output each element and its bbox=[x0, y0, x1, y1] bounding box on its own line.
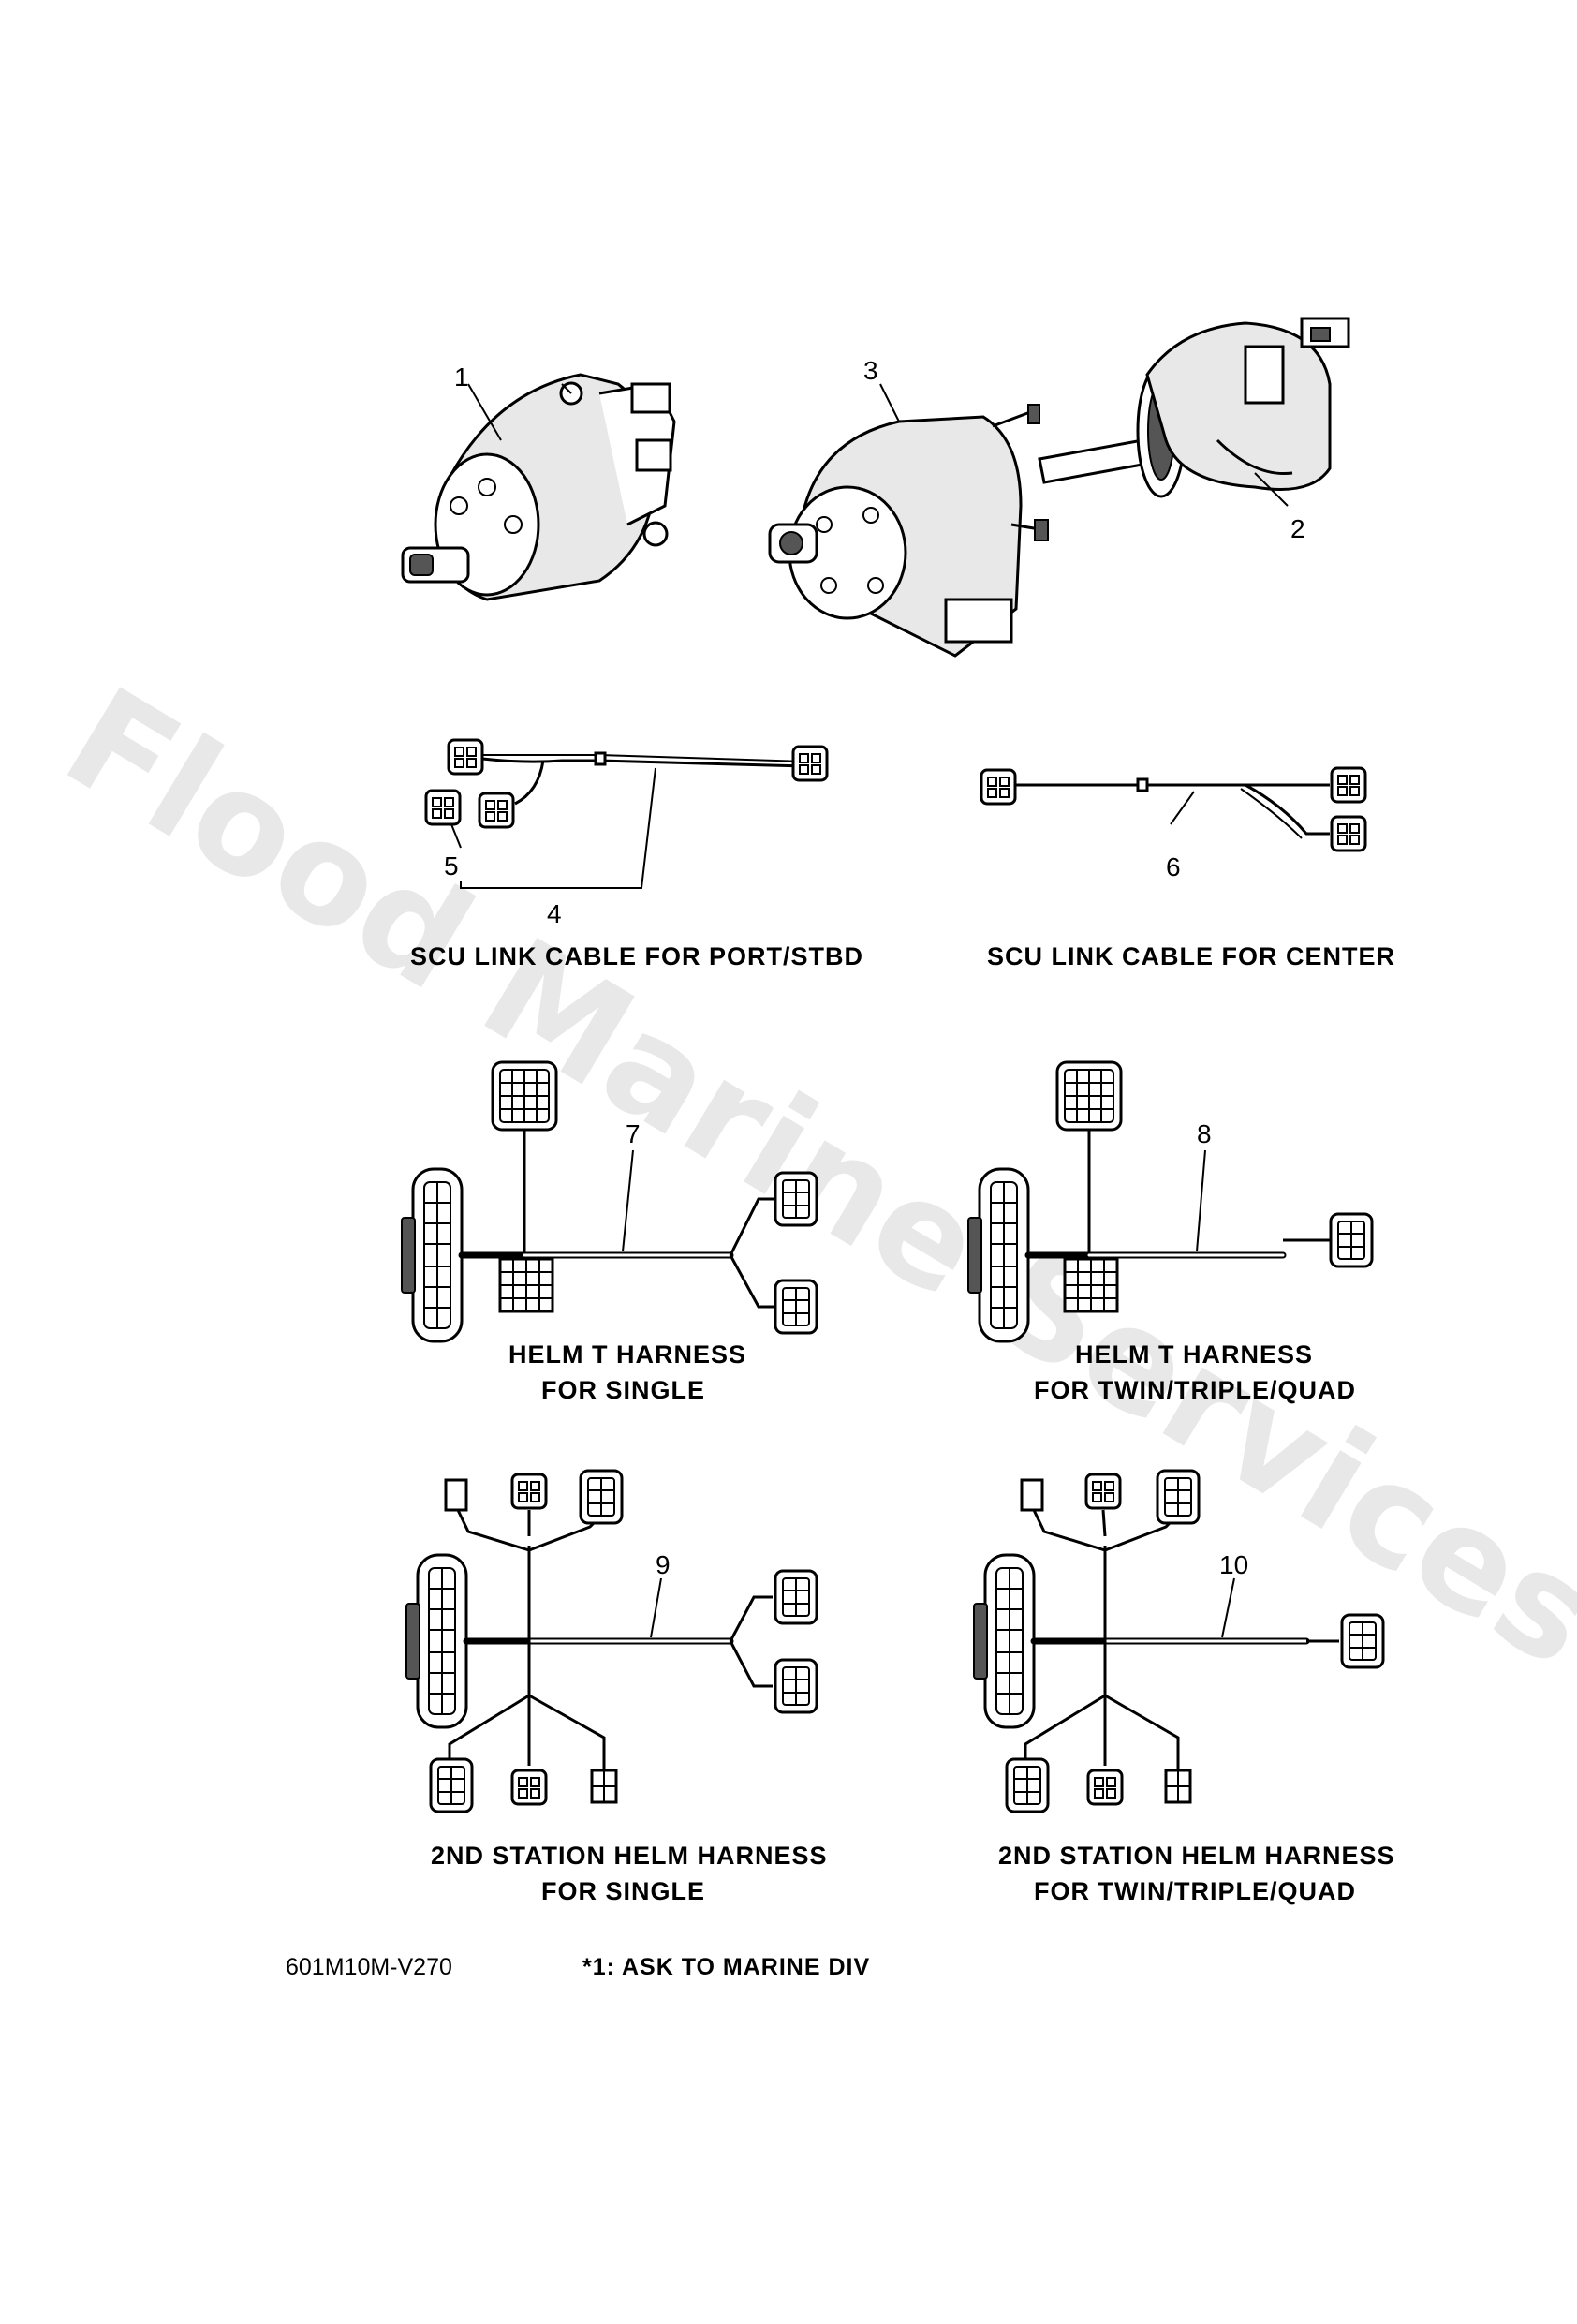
multi-pin-connector-icon bbox=[972, 1553, 1036, 1729]
caption-second-multi-2: FOR TWIN/TRIPLE/QUAD bbox=[1034, 1877, 1356, 1905]
caption-scu-center: SCU LINK CABLE FOR CENTER bbox=[987, 942, 1395, 970]
grid-connector-icon bbox=[491, 1060, 558, 1132]
leader-line-7 bbox=[622, 1149, 634, 1252]
second-station-harness-single bbox=[405, 1469, 818, 1813]
caption-scu-port-stbd: SCU LINK CABLE FOR PORT/STBD bbox=[410, 942, 863, 970]
connector-icon bbox=[774, 1658, 818, 1714]
callout-2: 2 bbox=[1290, 514, 1305, 543]
leader-line-9 bbox=[650, 1577, 662, 1638]
connector-icon bbox=[774, 1569, 818, 1625]
diagram-code: 601M10M-V270 bbox=[286, 1954, 452, 1980]
connector-icon bbox=[424, 789, 462, 826]
connector-icon bbox=[510, 1769, 548, 1806]
connector-icon bbox=[791, 745, 829, 782]
multi-pin-connector-icon bbox=[405, 1553, 468, 1729]
grid-connector-icon bbox=[1055, 1060, 1123, 1132]
leader-line-5 bbox=[450, 823, 462, 849]
connector-icon bbox=[1330, 815, 1367, 852]
leader-line-6 bbox=[1170, 791, 1195, 825]
connector-icon bbox=[1330, 766, 1367, 804]
callout-6: 6 bbox=[1166, 852, 1181, 881]
connector-icon bbox=[429, 1757, 474, 1813]
caption-helm-t-single-2: FOR SINGLE bbox=[541, 1376, 705, 1404]
second-station-harness-multi bbox=[972, 1469, 1385, 1813]
connector-icon bbox=[579, 1469, 624, 1525]
caption-second-single-2: FOR SINGLE bbox=[541, 1877, 705, 1905]
helm-t-harness-single bbox=[400, 1060, 818, 1343]
motor-part-3 bbox=[768, 404, 1049, 658]
caption-second-multi-1: 2ND STATION HELM HARNESS bbox=[998, 1842, 1395, 1870]
connector-icon bbox=[774, 1171, 818, 1227]
connector-icon bbox=[1086, 1769, 1124, 1806]
helm-pump-part-1 bbox=[401, 373, 676, 601]
connector-icon bbox=[1084, 1473, 1122, 1510]
connector-icon bbox=[1156, 1469, 1201, 1525]
leader-line-4 bbox=[460, 767, 656, 889]
leader-line-10 bbox=[1221, 1577, 1235, 1638]
callout-9: 9 bbox=[656, 1550, 671, 1579]
connector-icon bbox=[1340, 1613, 1385, 1669]
motor-part-2 bbox=[1038, 317, 1350, 498]
scu-link-cable-port-stbd bbox=[424, 738, 829, 829]
callout-4: 4 bbox=[547, 899, 562, 928]
callout-10: 10 bbox=[1219, 1550, 1248, 1579]
multi-pin-connector-icon bbox=[400, 1167, 464, 1343]
caption-second-single-1: 2ND STATION HELM HARNESS bbox=[431, 1842, 828, 1870]
callout-3: 3 bbox=[863, 356, 878, 385]
callout-8: 8 bbox=[1197, 1119, 1212, 1148]
grid-connector-icon bbox=[498, 1257, 554, 1313]
callout-7: 7 bbox=[626, 1119, 641, 1148]
leader-line-1 bbox=[467, 383, 502, 441]
connector-icon bbox=[478, 792, 515, 829]
callout-5: 5 bbox=[444, 851, 459, 881]
caption-helm-t-multi-2: FOR TWIN/TRIPLE/QUAD bbox=[1034, 1376, 1356, 1404]
leader-line-3 bbox=[879, 383, 900, 422]
callout-1: 1 bbox=[454, 363, 469, 392]
leader-line-8 bbox=[1196, 1149, 1206, 1252]
caption-helm-t-single-1: HELM T HARNESS bbox=[508, 1340, 746, 1369]
leader-line-2 bbox=[1254, 472, 1289, 507]
connector-icon bbox=[980, 768, 1017, 806]
connector-icon bbox=[774, 1279, 818, 1335]
connector-icon bbox=[1329, 1212, 1374, 1268]
footnote: *1: ASK TO MARINE DIV bbox=[582, 1954, 870, 1980]
connector-icon bbox=[1005, 1757, 1050, 1813]
connector-icon bbox=[510, 1473, 548, 1510]
connector-icon bbox=[447, 738, 484, 776]
caption-helm-t-multi-1: HELM T HARNESS bbox=[1075, 1340, 1313, 1369]
helm-t-harness-multi bbox=[966, 1060, 1374, 1343]
scu-link-cable-center bbox=[980, 766, 1367, 852]
grid-connector-icon bbox=[1063, 1257, 1119, 1313]
